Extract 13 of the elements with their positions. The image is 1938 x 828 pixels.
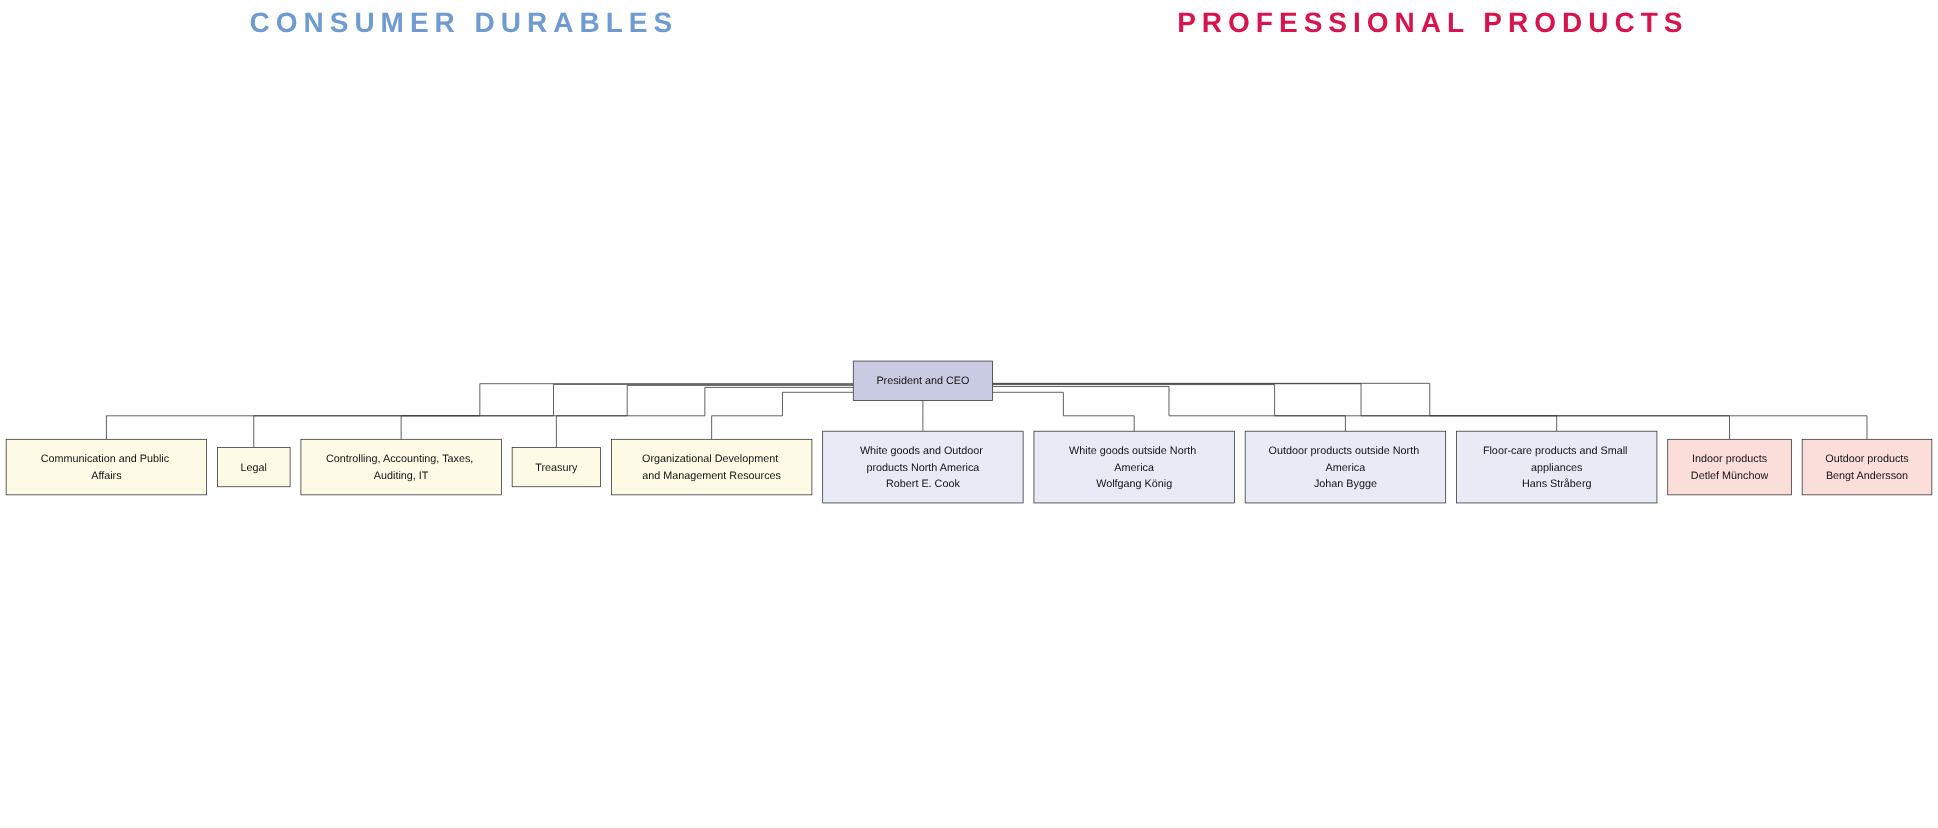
connector <box>992 383 1730 440</box>
connector <box>253 384 854 448</box>
group-heading: PROFESSIONAL PRODUCTS <box>1177 6 1689 38</box>
connector <box>400 385 854 440</box>
connector <box>992 382 1868 440</box>
connector <box>711 391 854 440</box>
connector <box>992 386 1346 432</box>
connector <box>922 400 924 432</box>
connector <box>106 383 854 440</box>
connector <box>556 387 854 448</box>
group-heading: CONSUMER DURABLES <box>249 6 679 38</box>
connector <box>992 391 1135 432</box>
connector <box>992 384 1558 432</box>
